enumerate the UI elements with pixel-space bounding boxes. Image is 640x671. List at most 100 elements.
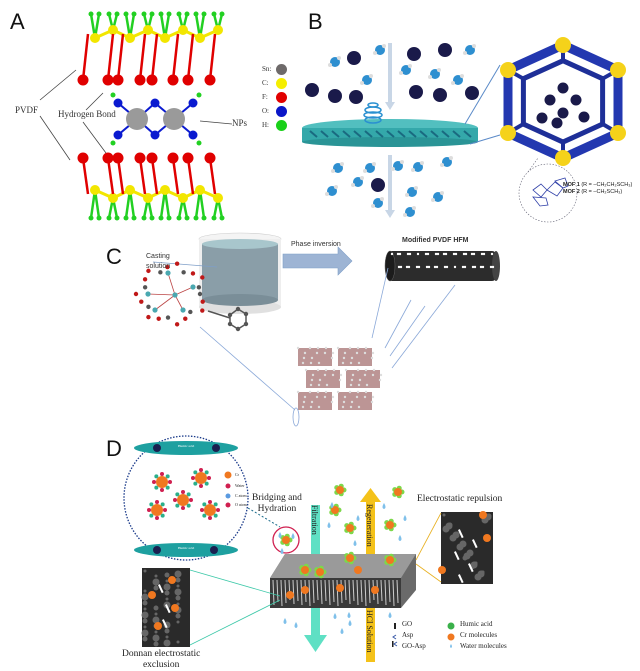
donnan-line2: exclusion: [142, 660, 180, 670]
mercury-ion: [409, 85, 423, 99]
carbon-atom: [213, 25, 223, 35]
fluorine-atom: [167, 152, 179, 164]
mof1-name: MOF 1: [563, 182, 580, 188]
atom: [156, 316, 161, 321]
atom: [188, 309, 193, 315]
water-drop: [356, 515, 360, 521]
inset-legend-cr: Cr: [235, 472, 239, 477]
captured-ion: [570, 94, 582, 106]
flow-arrows: [385, 43, 395, 218]
inset-legend-c-atom: C atom: [235, 493, 247, 498]
metal-atom: [190, 284, 196, 290]
hydrogen-atom: [131, 11, 137, 17]
atom: [165, 264, 170, 270]
legend-icons: [392, 622, 455, 648]
mercury-ion: [371, 178, 385, 192]
hydrogen-atom: [141, 215, 147, 221]
cr-molecule: [301, 586, 309, 594]
sn-atom: [126, 108, 148, 130]
cr-molecule: [301, 566, 309, 574]
cr-molecule: [354, 566, 362, 574]
annotation-arrows: [39, 69, 233, 161]
cr-molecule: [286, 591, 294, 599]
fluorine-atom: [182, 152, 194, 164]
mof-strut: [506, 128, 565, 163]
hydrogen-atom: [219, 11, 225, 17]
atom: [146, 268, 151, 274]
nanoparticle-complex: [110, 92, 202, 146]
atom: [142, 277, 148, 282]
metal-atom: [145, 291, 151, 297]
hydrogen-atom: [219, 215, 225, 221]
hydrogen-atom: [158, 215, 164, 221]
mercury-ion: [305, 83, 319, 97]
cr-molecule: [386, 556, 394, 564]
legend-label: F:: [262, 93, 268, 101]
arrow-hbond-bottom: [82, 121, 107, 154]
cr-molecule: [479, 511, 487, 519]
cluster-zoom-line: [199, 326, 296, 411]
mercury-ion: [433, 88, 447, 102]
cr-molecule: [483, 534, 491, 542]
cr-molecule: [336, 486, 344, 494]
mof-framework: [500, 37, 626, 166]
water-drop: [348, 620, 352, 626]
water-molecule: [393, 161, 403, 171]
atom: [174, 261, 180, 266]
cr-molecule: [346, 554, 354, 562]
cr-ion: [177, 494, 189, 506]
cr-molecule: [371, 586, 379, 594]
cr-molecule: [168, 576, 176, 584]
water-drop: [333, 613, 337, 619]
mercury-ion: [328, 89, 342, 103]
arrow-pvdf-bottom: [39, 115, 71, 161]
bridging-hydration-label: Bridging and Hydration: [252, 493, 302, 515]
cr-molecule: [386, 521, 394, 529]
water-molecule: [407, 187, 417, 197]
casting-pointer: [152, 261, 218, 268]
atom: [133, 291, 139, 297]
mof-strut: [561, 128, 620, 163]
water-molecule: [442, 157, 452, 167]
cr-molecule: [171, 604, 179, 612]
atom: [196, 285, 202, 290]
hydrogen-atom: [123, 215, 129, 221]
legend-entry: O:: [262, 104, 287, 118]
fluorine-atom: [102, 74, 114, 86]
legend-water-molecules: Water molecules: [460, 642, 507, 650]
water-drop: [294, 622, 298, 628]
hydrogen-atom: [149, 215, 155, 221]
inset-legend-water: Water: [235, 483, 245, 488]
legend-entry: Sn:: [262, 62, 287, 76]
go-sheet: [458, 529, 464, 539]
water-molecule: [373, 198, 383, 208]
legend-asp: Asp: [402, 631, 414, 639]
inset-humic-top: Humic acid: [178, 444, 195, 448]
top-pvdf-chain: [77, 11, 225, 86]
spiral-icon: [363, 102, 383, 124]
lattice-unit: [346, 370, 380, 388]
ions-and-water: [305, 43, 479, 217]
panel-c: C: [100, 228, 540, 428]
panel-b: B Sn:C:F:O:H:: [250, 0, 640, 228]
hydrogen-atom: [201, 215, 207, 221]
legend-label: O:: [262, 107, 269, 115]
mof1-formula: (R = –CH₂CH₂SCH₃): [581, 182, 633, 188]
mof-node: [610, 125, 626, 141]
hollow-fiber-fabrication: [133, 232, 500, 427]
carbon-atom: [195, 33, 205, 43]
mercury-ion: [349, 90, 363, 104]
go-sheet: [468, 563, 474, 573]
legend-label: H:: [262, 121, 269, 129]
atom: [181, 270, 186, 275]
captured-ion: [536, 112, 548, 124]
filtration-mechanism-illustration: [123, 435, 493, 662]
mof-node: [500, 62, 516, 78]
hydrogen-atom: [88, 11, 94, 17]
metal-atom: [152, 307, 158, 313]
legend-swatch: [276, 77, 287, 89]
water-molecule: [333, 163, 343, 173]
atom: [183, 316, 188, 321]
hydrogen-bond-label: Hydrogen Bond: [58, 109, 116, 119]
carbon-atom: [90, 185, 100, 195]
